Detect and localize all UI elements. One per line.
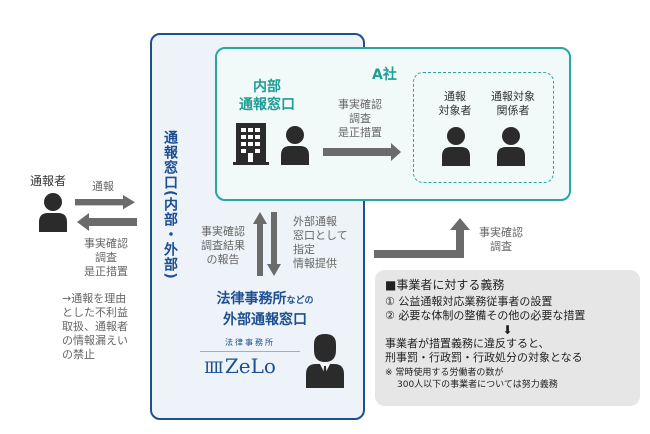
duty-note: ※ 常時使用する労働者の数が — [385, 368, 504, 378]
note-line: 取扱、通報者 — [62, 320, 128, 333]
to-company-text: 事実確認 — [479, 226, 523, 239]
logo-small-text: 法律事務所 — [200, 337, 300, 352]
duties-box: ■事業者に対する義務 ① 公益通報対応業務従事者の設置 ② 必要な体制の整備その… — [375, 270, 640, 406]
action-text: 事実確認 — [338, 98, 382, 111]
related-label: 関係者 — [496, 104, 530, 117]
back-text: 是正措置 — [84, 265, 128, 278]
company-name: A社 — [372, 67, 397, 83]
building-icon — [233, 123, 269, 165]
related-person-icon — [496, 126, 526, 166]
note-line: の禁止 — [62, 348, 95, 361]
internal-window-title: 内部 — [253, 79, 281, 95]
down-text: 窓口として — [293, 229, 348, 242]
up-text: 調査結果 — [201, 239, 245, 252]
down-text: 外部通報 — [293, 215, 337, 228]
target-person-icon — [441, 126, 471, 166]
related-label: 通報対象 — [491, 90, 535, 103]
elbow-arrow-icon — [374, 218, 470, 258]
external-title2: 外部通報窓口 — [223, 312, 307, 328]
note-line: →通報を理由 — [62, 292, 127, 305]
up-text: の報告 — [206, 253, 240, 266]
note-line: とした不利益 — [62, 306, 128, 319]
external-title: 法律事務所 — [216, 291, 287, 307]
whistleblower-label: 通報者 — [30, 174, 67, 188]
up-down-arrows-icon — [253, 212, 281, 276]
down-arrow-icon: ⬇ — [502, 323, 513, 337]
result-line: 事業者が措置義務に違反すると、 — [385, 337, 550, 350]
up-text: 事実確認 — [201, 225, 245, 238]
back-text: 事実確認 — [84, 237, 128, 250]
duty-item: ① 公益通報対応業務従事者の設置 — [385, 295, 553, 308]
reporting-window-label: 通報窓口(内部・外部) — [162, 130, 178, 280]
duties-title: ■事業者に対する義務 — [385, 278, 505, 292]
external-title-small: などの — [286, 296, 314, 306]
back-text: 調査 — [95, 251, 117, 264]
action-text: 調査 — [349, 112, 371, 125]
zelo-logo: ⅢⅠ ZeLo — [204, 354, 276, 378]
result-line: 刑事罰・行政罰・行政処分の対象となる — [385, 351, 583, 364]
internal-window-title: 通報窓口 — [239, 97, 295, 113]
bidirectional-arrows-icon — [75, 195, 137, 231]
lawyer-icon — [306, 334, 344, 388]
target-label: 対象者 — [438, 104, 472, 117]
target-group-box — [413, 72, 554, 183]
duty-note: 300人以下の事業者については努力義務 — [397, 380, 558, 390]
down-text: 情報提供 — [293, 257, 337, 270]
target-label: 通報 — [444, 90, 466, 103]
right-arrow-icon — [323, 143, 401, 161]
duty-item: ② 必要な体制の整備その他の必要な措置 — [385, 309, 586, 322]
to-company-text: 調査 — [490, 240, 512, 253]
down-text: 指定 — [293, 243, 315, 256]
report-label: 通報 — [92, 180, 114, 193]
whistleblower-person-icon — [38, 192, 68, 232]
internal-staff-person-icon — [280, 125, 310, 165]
action-text: 是正措置 — [338, 126, 382, 139]
note-line: の情報漏えい — [62, 334, 128, 347]
